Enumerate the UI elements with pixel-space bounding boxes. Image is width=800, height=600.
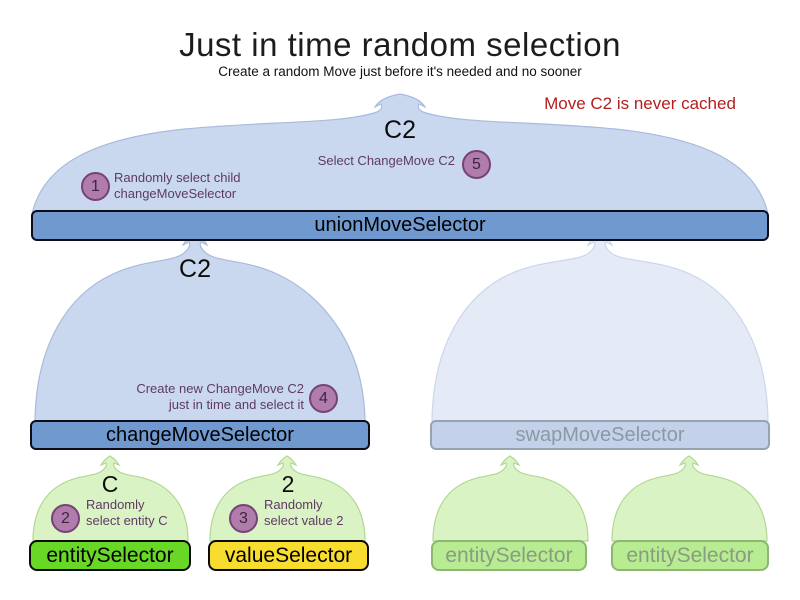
swap-move-selector-label: swapMoveSelector (515, 423, 685, 446)
faded-entity-selector-left-bar: entitySelector (431, 540, 587, 571)
faded-entity-left-funnel-arrow (432, 455, 589, 542)
value-selector-label: valueSelector (224, 543, 353, 567)
faded-entity-right-funnel-arrow (611, 455, 768, 542)
value-output-label: 2 (281, 471, 295, 497)
swap-output-funnel-arrow (431, 233, 769, 422)
step-1-line2: changeMoveSelector (114, 186, 237, 201)
entity-selector-bar: entitySelector (29, 540, 191, 571)
page-subtitle: Create a random Move just before it's ne… (218, 64, 582, 79)
step-2-annotation: Randomly select entity C (86, 497, 168, 529)
step-4-annotation: Create new ChangeMove C2 just in time an… (128, 381, 304, 413)
step-5-number: 5 (472, 155, 481, 173)
union-move-selector-label: unionMoveSelector (314, 214, 486, 236)
step-5-circle: 5 (462, 150, 491, 179)
entity-selector-label: entitySelector (46, 543, 174, 567)
page-title: Just in time random selection (179, 26, 621, 63)
union-move-selector-bar: unionMoveSelector (31, 210, 769, 241)
faded-entity-selector-right-label: entitySelector (626, 543, 754, 567)
step-5-line1: Select ChangeMove C2 (317, 153, 455, 168)
step-4-circle: 4 (309, 384, 338, 413)
step-3-annotation: Randomly select value 2 (264, 497, 344, 529)
union-output-label: C2 (384, 116, 416, 144)
change-move-selector-bar: changeMoveSelector (30, 420, 370, 450)
step-2-circle: 2 (51, 504, 80, 533)
step-3-line2: select value 2 (264, 513, 344, 528)
change-output-label: C2 (179, 255, 211, 283)
step-4-line2: just in time and select it (168, 397, 304, 412)
step-3-circle: 3 (229, 504, 258, 533)
union-output-funnel-arrow (31, 93, 769, 215)
step-4-number: 4 (319, 389, 328, 407)
step-4-line1: Create new ChangeMove C2 (136, 381, 304, 396)
value-selector-bar: valueSelector (208, 540, 369, 571)
never-cached-note: Move C2 is never cached (544, 94, 736, 113)
entity-output-label: C (101, 471, 119, 497)
step-3-line1: Randomly (264, 497, 323, 512)
change-move-selector-label: changeMoveSelector (106, 423, 294, 446)
step-2-line1: Randomly (86, 497, 145, 512)
step-2-line2: select entity C (86, 513, 168, 528)
step-2-number: 2 (61, 509, 70, 527)
faded-entity-selector-right-bar: entitySelector (611, 540, 769, 571)
faded-entity-selector-left-label: entitySelector (445, 543, 573, 567)
step-1-line1: Randomly select child (114, 170, 241, 185)
swap-move-selector-bar: swapMoveSelector (430, 420, 770, 450)
step-1-number: 1 (91, 177, 100, 195)
step-3-number: 3 (239, 509, 248, 527)
step-1-annotation: Randomly select child changeMoveSelector (114, 170, 240, 202)
step-5-annotation: Select ChangeMove C2 (300, 153, 455, 169)
step-1-circle: 1 (81, 172, 110, 201)
